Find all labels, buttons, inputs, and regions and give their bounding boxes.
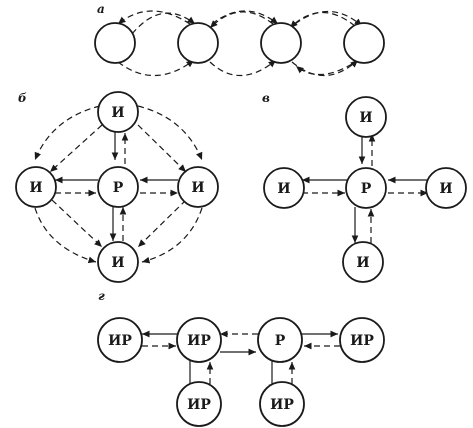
v-node-right-label: И xyxy=(439,181,452,197)
chain-bottom-arc-3 xyxy=(291,59,359,77)
g-node-3 xyxy=(257,317,303,363)
v-node-bottom xyxy=(342,241,384,283)
g-node-1-label: ИР xyxy=(108,333,132,349)
v-node-top xyxy=(345,96,387,138)
g-node-3-label: Р xyxy=(275,333,286,349)
g-node-6 xyxy=(259,381,305,427)
panel-g-label: г xyxy=(98,289,105,303)
diag-bottom-right xyxy=(137,199,187,248)
panel-v-label: в xyxy=(262,91,270,105)
g-node-5-label: ИР xyxy=(187,397,211,413)
g-node-2 xyxy=(176,317,222,363)
b-node-left xyxy=(15,166,57,208)
chain-top-arc-1b xyxy=(117,10,191,25)
ring-arc-top-left xyxy=(34,105,101,161)
b-node-center xyxy=(97,166,139,208)
chain-node-4 xyxy=(343,22,385,64)
diag-top-left xyxy=(49,124,103,173)
v-node-center xyxy=(345,167,387,209)
diag-bottom-left xyxy=(51,199,103,248)
v-node-left-label: И xyxy=(277,181,290,197)
chain-top-arc-2b xyxy=(209,11,274,29)
chain-node-2 xyxy=(177,22,219,64)
chain-bottom-arc-3b xyxy=(295,63,353,76)
b-node-right-label: И xyxy=(191,180,204,196)
b-node-top-label: И xyxy=(111,105,124,121)
chain-bottom-arc-2 xyxy=(209,59,277,77)
v-node-left xyxy=(263,167,305,209)
ring-arc-bottom-right xyxy=(141,207,203,264)
b-node-center-label: Р xyxy=(113,180,124,196)
diag-top-right xyxy=(137,124,187,173)
b-node-bottom-label: И xyxy=(111,255,124,271)
panel-g: г ИР ИР Р ИР ИР ИР xyxy=(97,289,385,427)
g-node-4 xyxy=(339,317,385,363)
b-node-top xyxy=(97,91,139,133)
ring-arc-bottom-left xyxy=(34,207,97,264)
v-node-bottom-label: И xyxy=(356,255,369,271)
chain-bottom-arc-1 xyxy=(117,59,195,77)
b-node-bottom xyxy=(97,241,139,283)
g-node-6-label: ИР xyxy=(270,397,294,413)
panel-b-label: б xyxy=(18,91,27,105)
v-node-top-label: И xyxy=(359,110,372,126)
g-node-4-label: ИР xyxy=(350,333,374,349)
v-node-center-label: Р xyxy=(361,181,372,197)
chain-node-3 xyxy=(260,22,302,64)
g-node-5 xyxy=(176,381,222,427)
b-node-left-label: И xyxy=(29,180,42,196)
chain-top-arc-3b xyxy=(289,11,356,29)
chain-top-arc-1 xyxy=(131,12,196,35)
panel-b: б И И Р И И xyxy=(15,91,219,283)
chain-node-1 xyxy=(94,22,136,64)
v-node-right xyxy=(425,167,467,209)
panel-v: в И И Р И И xyxy=(262,91,467,283)
b-node-right xyxy=(177,166,219,208)
panel-a-label: а xyxy=(97,2,105,16)
chain-top-arc-2 xyxy=(211,10,279,25)
g-node-2-label: ИР xyxy=(187,333,211,349)
panel-a: а xyxy=(94,2,385,77)
ring-arc-top-right xyxy=(137,105,203,161)
g-node-1 xyxy=(97,317,143,363)
